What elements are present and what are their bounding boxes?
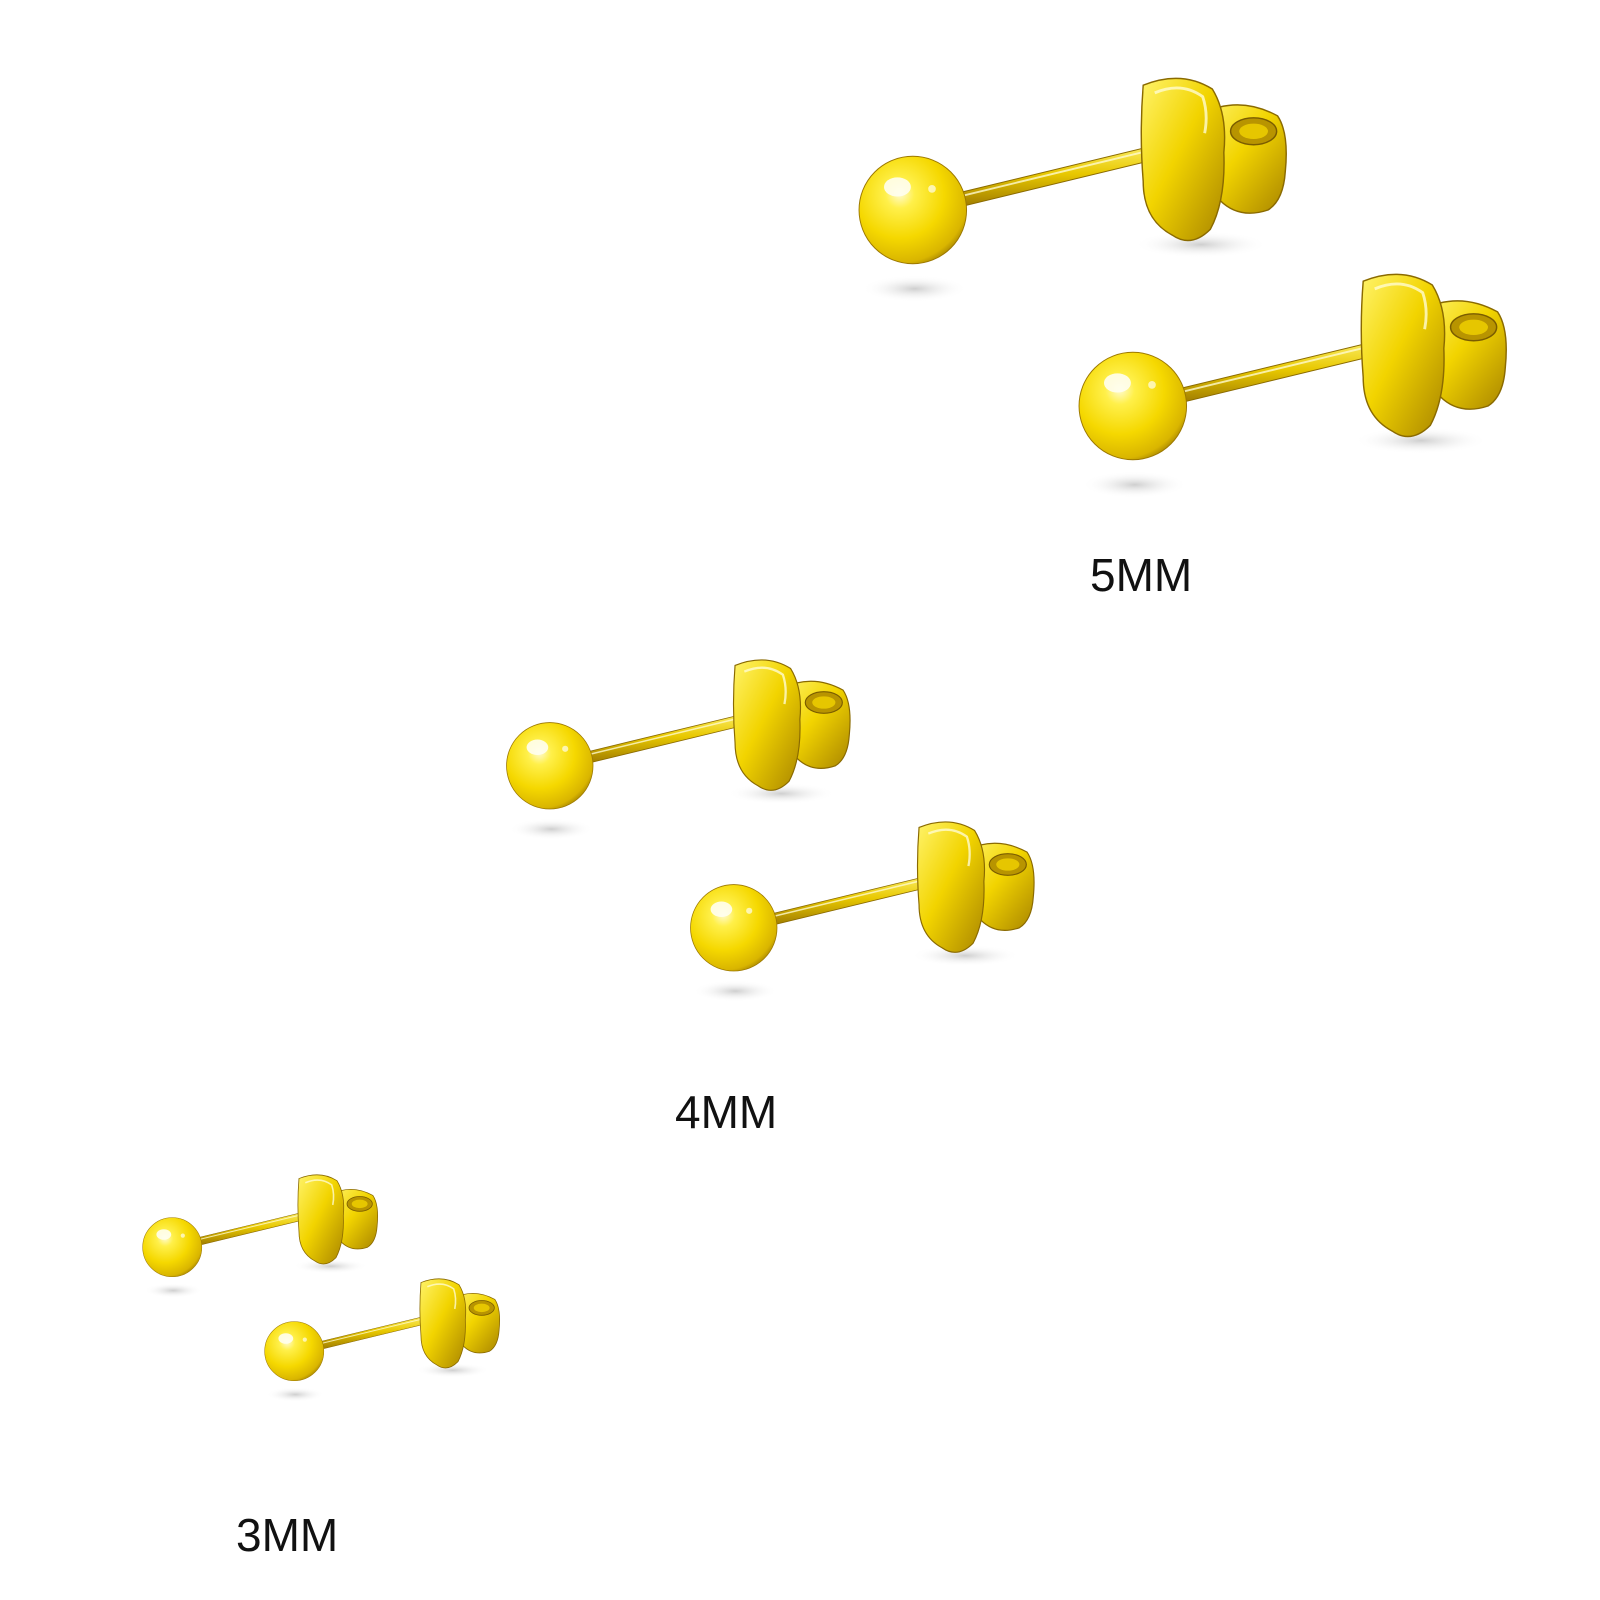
size-label-5mm: 5MM bbox=[1090, 549, 1193, 601]
size-label-4mm: 4MM bbox=[675, 1086, 778, 1138]
size-label-3mm: 3MM bbox=[236, 1509, 339, 1561]
stud-earring-4mm-2 bbox=[689, 820, 1036, 1004]
ball-stud-earring-icon bbox=[1077, 272, 1508, 500]
stud-earring-3mm-2 bbox=[263, 1278, 501, 1403]
ball-stud-earring-icon bbox=[263, 1278, 501, 1403]
stud-earring-5mm-2 bbox=[1077, 272, 1508, 500]
ball-stud-earring-icon bbox=[689, 820, 1036, 1004]
